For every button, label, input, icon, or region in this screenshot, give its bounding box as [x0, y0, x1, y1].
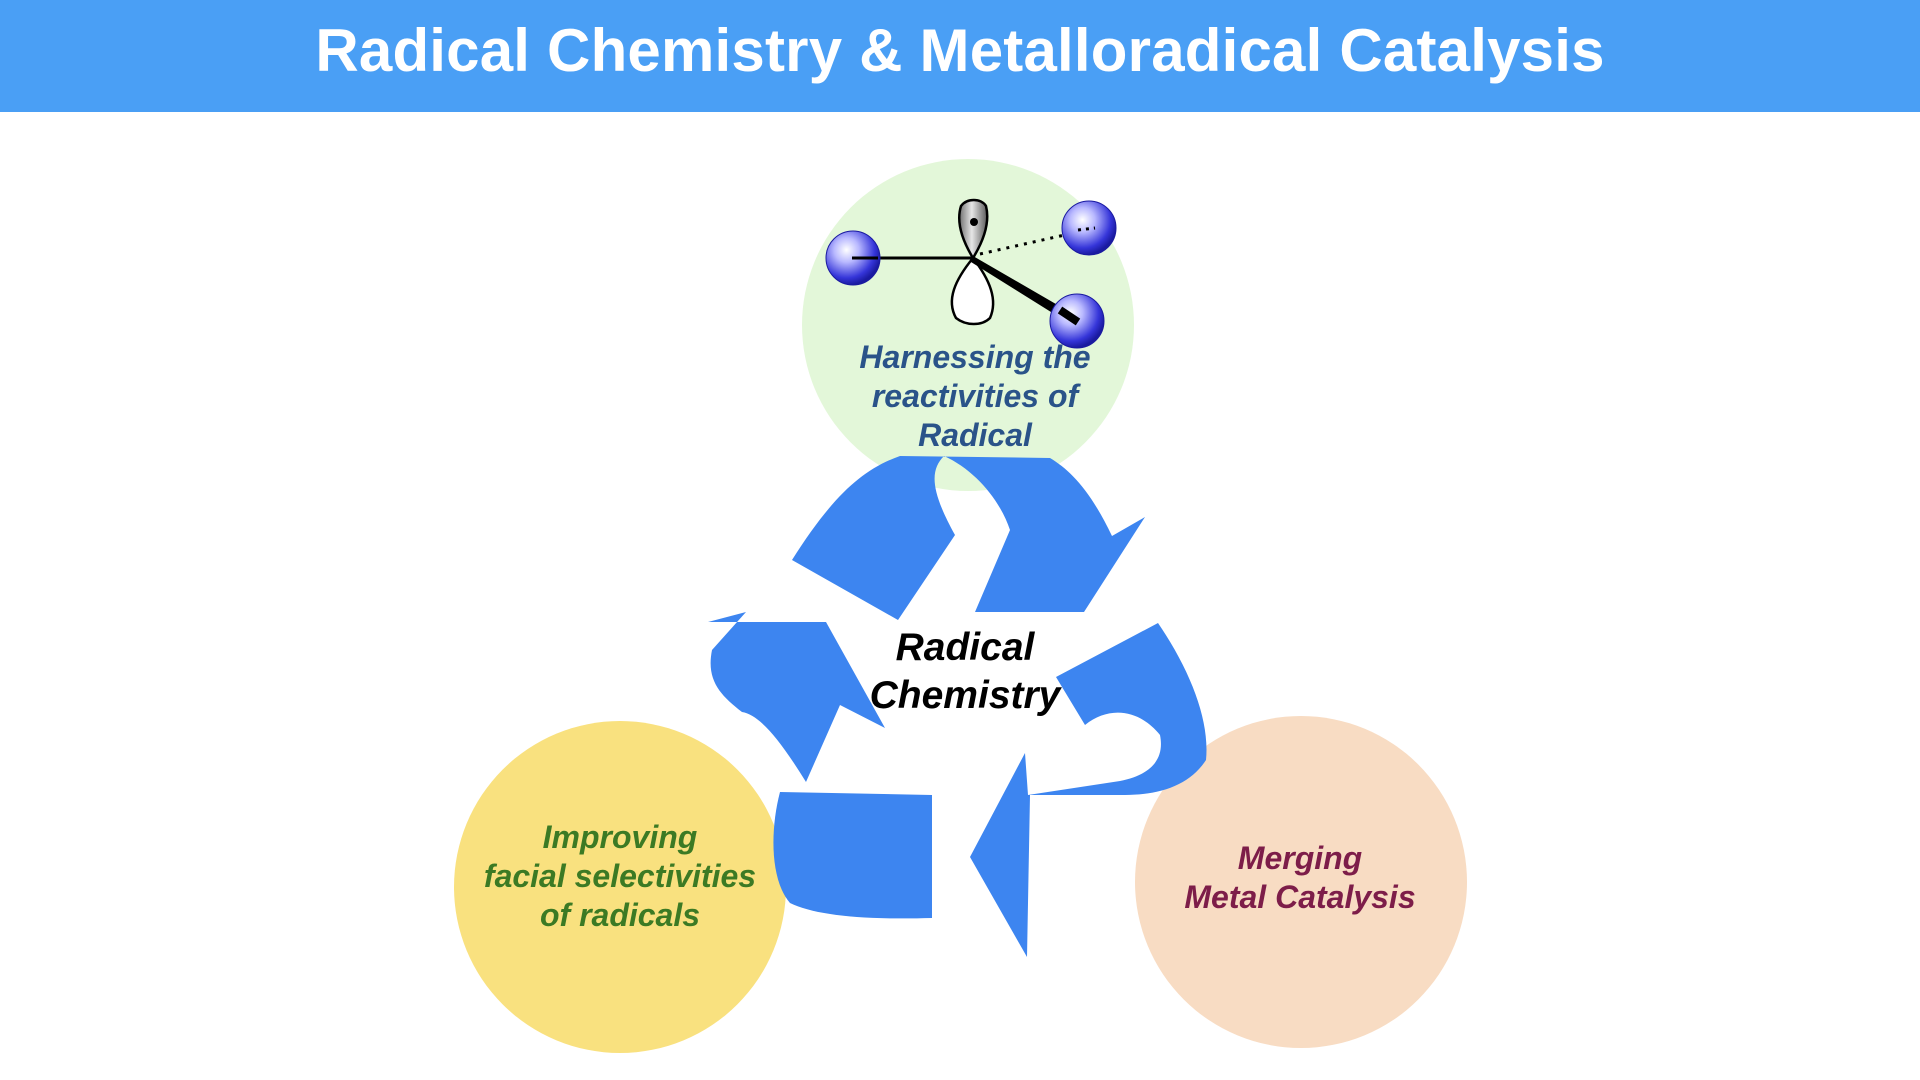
node-label-top-line: Radical	[918, 417, 1032, 453]
cycle-arrow-left	[773, 792, 932, 919]
cycle-arrow-left-upper	[708, 612, 885, 782]
radical-p-orbital-icon	[825, 198, 1117, 349]
node-circle-left	[454, 721, 786, 1053]
center-label-line: Chemistry	[869, 674, 1061, 717]
bond-dashed-stub	[1077, 226, 1096, 232]
substituent-sphere-upper-right	[1061, 200, 1117, 256]
center-label-line: Radical	[895, 626, 1035, 669]
node-label-right-line: Metal Catalysis	[1184, 879, 1416, 915]
radical-electron-dot	[970, 218, 978, 226]
node-circle-top	[802, 159, 1134, 491]
node-label-left-line: of radicals	[539, 897, 701, 933]
recycle-arrows-icon	[708, 456, 1207, 957]
page-title: Radical Chemistry & Metalloradical Catal…	[315, 16, 1605, 84]
node-label-top-line: Harnessing the	[859, 339, 1091, 375]
node-label-right: Merging Metal Catalysis	[1140, 839, 1460, 917]
cycle-arrow-right	[970, 623, 1207, 957]
node-label-left-line: Improving	[542, 819, 698, 855]
node-circle-right	[1135, 716, 1467, 1048]
node-label-top-line: reactivities of	[871, 378, 1079, 414]
node-label-left: Improving facial selectivities of radica…	[440, 818, 800, 935]
bond-wedge-stub	[1057, 306, 1081, 326]
cycle-arrow-top	[792, 456, 1145, 620]
p-orbital-upper-lobe	[957, 198, 989, 261]
node-label-right-line: Merging	[1237, 840, 1363, 876]
bond-dashed	[979, 230, 1079, 256]
node-label-top: Harnessing the reactivities of Radical	[780, 338, 1170, 455]
node-label-left-line: facial selectivities	[483, 858, 757, 894]
center-label: Radical Chemistry	[820, 624, 1110, 720]
title-bar: Radical Chemistry & Metalloradical Catal…	[0, 0, 1920, 112]
p-orbital-lower-lobe	[950, 255, 995, 326]
